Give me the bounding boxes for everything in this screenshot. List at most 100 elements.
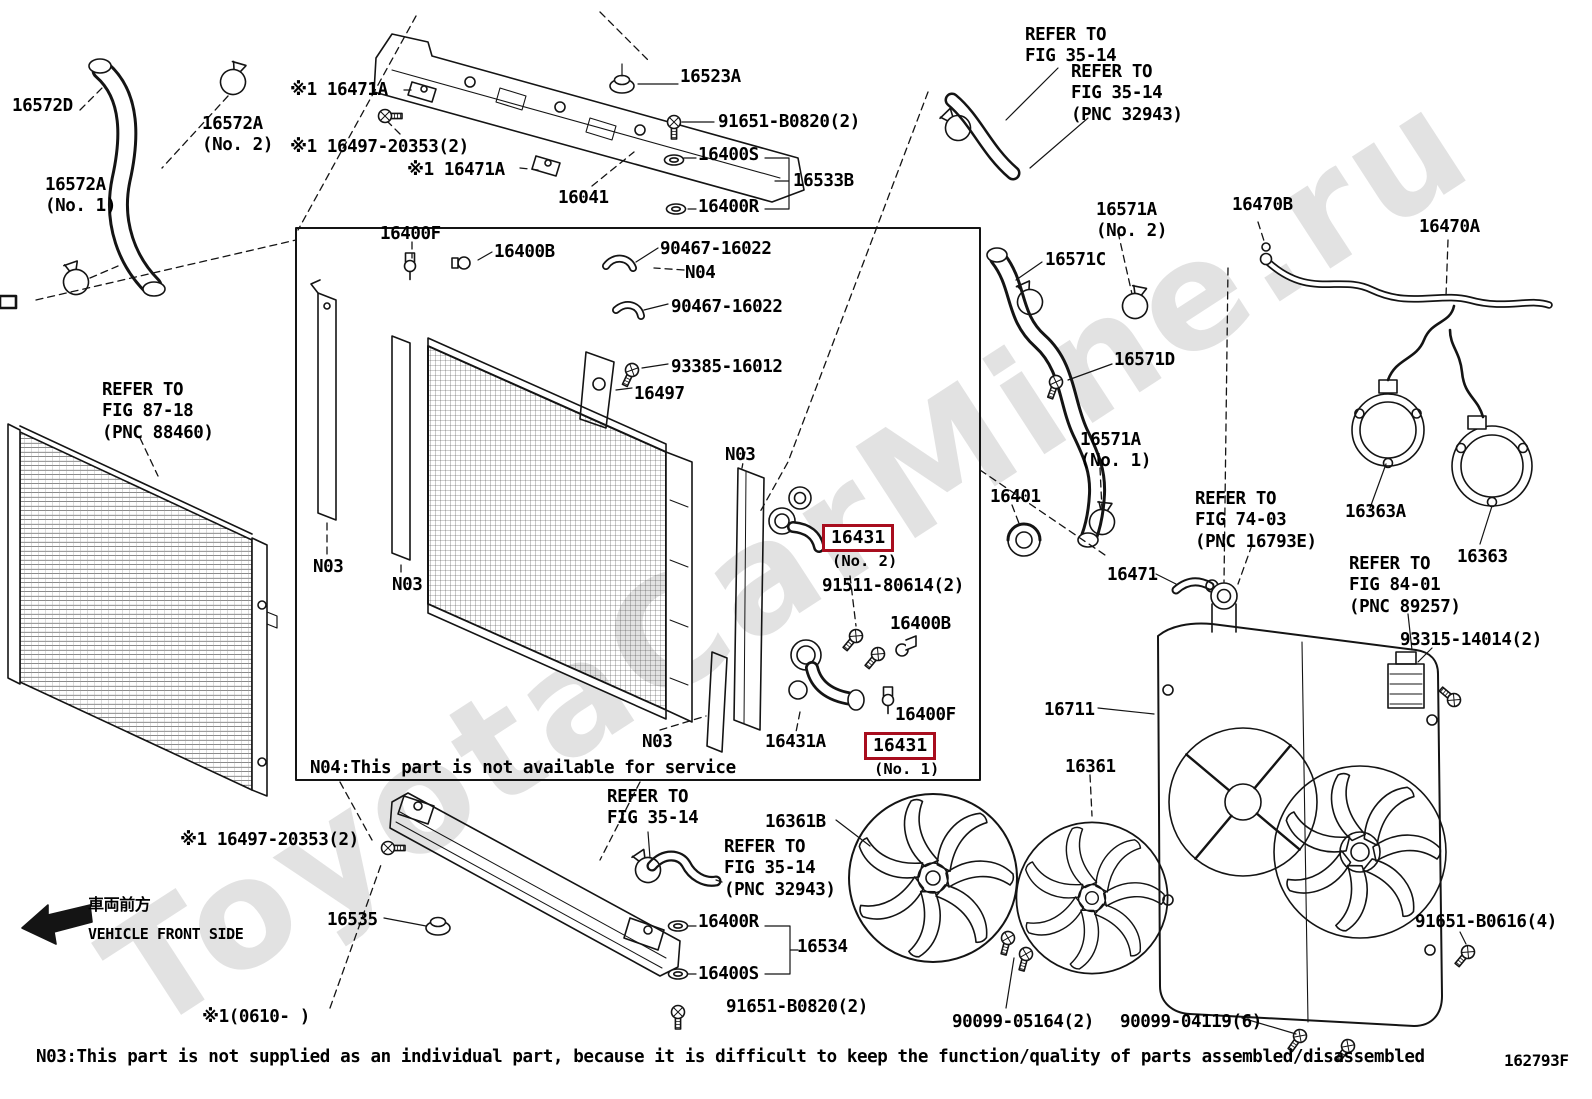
label-91511-80614[interactable]: 91511-80614(2) (822, 576, 964, 596)
label-16571D[interactable]: 16571D (1114, 350, 1175, 370)
grommet-16523A (609, 74, 635, 94)
refer-fig-35-14-top1[interactable]: REFER TO FIG 35-14 (1025, 25, 1117, 67)
label-16400F-top[interactable]: 16400F (380, 224, 441, 244)
label-16400R-bot[interactable]: 16400R (698, 912, 759, 932)
label-N04: N04 (685, 263, 716, 283)
refer-fig-87-18[interactable]: REFER TO FIG 87-18 (PNC 88460) (102, 380, 214, 443)
part-number-16431-no2[interactable]: 16431 (822, 524, 895, 552)
radiator-support-lower (389, 792, 681, 977)
label-16471[interactable]: 16471 (1107, 565, 1158, 585)
label-16534[interactable]: 16534 (797, 937, 848, 957)
strip-N03-c (706, 651, 728, 753)
label-91651-B0820-bot[interactable]: 91651-B0820(2) (726, 997, 868, 1017)
label-16361B[interactable]: 16361B (765, 812, 826, 832)
label-16571A-no2[interactable]: 16571A (No. 2) (1096, 200, 1167, 242)
label-16572A-no2[interactable]: 16572A (No. 2) (202, 114, 273, 156)
cooling-fan-16361 (1015, 821, 1169, 975)
outlet-16431A (788, 639, 865, 711)
front-side-jp: 車両前方 (88, 895, 151, 914)
label-93315-14014[interactable]: 93315-14014(2) (1400, 630, 1542, 650)
sensor-16400F-mid (881, 686, 895, 715)
label-16400B-top[interactable]: 16400B (494, 242, 555, 262)
assembly-frame-box (295, 227, 981, 781)
highlighted-part-16431-no1[interactable]: 16431 (No. 1) (864, 732, 939, 778)
refer-fig-74-03[interactable]: REFER TO FIG 74-03 (PNC 16793E) (1195, 489, 1317, 552)
bracket-16497 (579, 351, 615, 429)
refer-fig-35-14-top2[interactable]: REFER TO FIG 35-14 (PNC 32943) (1071, 62, 1183, 125)
label-16041[interactable]: 16041 (555, 188, 612, 210)
label-90099-04119[interactable]: 90099-04119(6) (1120, 1012, 1262, 1032)
label-16497[interactable]: 16497 (634, 384, 685, 404)
label-16497-20353-bot[interactable]: ※1 16497-20353(2) (180, 830, 359, 850)
screw-16497-20353-top (377, 108, 403, 124)
vehicle-front-arrow (21, 904, 93, 945)
label-93385-16012[interactable]: 93385-16012 (671, 357, 783, 377)
part-variant-no2: (No. 2) (832, 551, 898, 570)
label-N03-core-right: N03 (725, 445, 756, 465)
label-16711[interactable]: 16711 (1044, 700, 1095, 720)
label-N03-bottom: N03 (642, 732, 673, 752)
radiator-tank-right (733, 467, 825, 731)
label-16400B-mid[interactable]: 16400B (890, 614, 951, 634)
label-16361[interactable]: 16361 (1065, 757, 1116, 777)
strip-N03-b (391, 335, 411, 561)
label-16470A[interactable]: 16470A (1419, 217, 1480, 237)
label-16363A[interactable]: 16363A (1345, 502, 1406, 522)
refer-fig-84-01[interactable]: REFER TO FIG 84-01 (PNC 89257) (1349, 554, 1461, 617)
bracket-16471A-left (407, 81, 437, 103)
refer-fig-35-14-bot[interactable]: REFER TO FIG 35-14 (PNC 32943) (724, 837, 836, 900)
label-16470B[interactable]: 16470B (1232, 195, 1293, 215)
bolt-91511-80614-b (861, 644, 888, 673)
bolt-90099-05164-b (1014, 945, 1035, 973)
resistor-93315 (1387, 651, 1425, 709)
hose-16470A (1259, 252, 1553, 309)
note-n04-inline: N04:This part is not available for servi… (310, 758, 736, 778)
label-16535[interactable]: 16535 (327, 910, 378, 930)
label-16401[interactable]: 16401 (990, 487, 1041, 507)
grommet-16535 (425, 916, 451, 936)
motor-wiring (0, 294, 1485, 419)
label-16400S-top[interactable]: 16400S (698, 145, 759, 165)
label-90467-16022-a[interactable]: 90467-16022 (660, 239, 772, 259)
front-side-en: VEHICLE FRONT SIDE (88, 925, 244, 943)
label-91651-B0820-top[interactable]: 91651-B0820(2) (718, 112, 860, 132)
label-16572D[interactable]: 16572D (12, 96, 73, 116)
washer-16400S-bottom (667, 968, 689, 980)
label-16571A-no1[interactable]: 16571A (No. 1) (1080, 430, 1151, 472)
label-90467-16022-b[interactable]: 90467-16022 (671, 297, 783, 317)
part-number-16431-no1[interactable]: 16431 (864, 732, 937, 760)
washer-16400S-top (663, 154, 685, 166)
label-16431A[interactable]: 16431A (765, 732, 826, 752)
hose-90467-16022-b (612, 301, 645, 320)
dashed-lines (35, 11, 1449, 1009)
label-16363[interactable]: 16363 (1457, 547, 1508, 567)
bolt-91651-B0820-bottom (670, 1004, 686, 1030)
label-16572A-no1[interactable]: 16572A (No. 1) (45, 175, 116, 217)
note-n03-footer: N03:This part is not supplied as an indi… (36, 1047, 1425, 1067)
hose-fig35-14-bottom (626, 845, 722, 888)
label-16471A-top[interactable]: ※1 16471A (290, 80, 388, 100)
label-90099-05164[interactable]: 90099-05164(2) (952, 1012, 1094, 1032)
label-16400R-top[interactable]: 16400R (698, 197, 759, 217)
label-N03-left2: N03 (392, 575, 423, 595)
bracket-line-16533B (764, 157, 790, 210)
highlighted-part-16431-no2[interactable]: 16431 (No. 2) (822, 524, 897, 570)
hose-fig35-14-top (934, 92, 1021, 181)
label-16400S-bot[interactable]: 16400S (698, 964, 759, 984)
label-16471A-mid[interactable]: ※1 16471A (407, 160, 505, 180)
part-variant-no1: (No. 1) (874, 759, 940, 778)
label-16533B[interactable]: 16533B (793, 171, 854, 191)
label-16497-20353-top[interactable]: ※1 16497-20353(2) (290, 137, 469, 157)
bolt-91511-80614-a (839, 626, 866, 655)
cap-16401 (1006, 522, 1042, 557)
label-16523A[interactable]: 16523A (680, 67, 741, 87)
label-16400F-mid[interactable]: 16400F (895, 705, 956, 725)
label-91651-B0616[interactable]: 91651-B0616(4) (1415, 912, 1557, 932)
refer-fig-35-14-mid[interactable]: REFER TO FIG 35-14 (607, 787, 699, 829)
condenser-fig-87-18 (7, 423, 278, 797)
label-16571C[interactable]: 16571C (1045, 250, 1106, 270)
label-N03-left1: N03 (313, 557, 344, 577)
reservoir-fig74-03 (1210, 582, 1238, 633)
